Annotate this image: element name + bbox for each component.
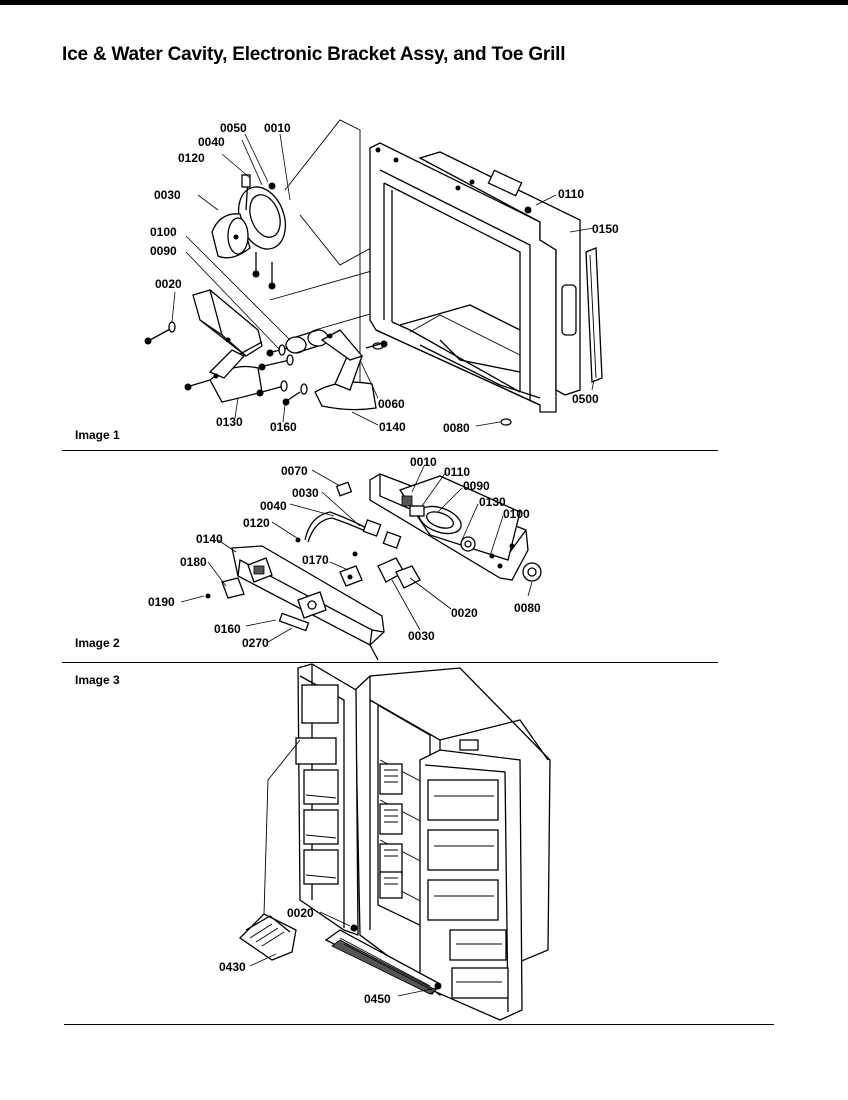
callout-0170: 0170	[302, 553, 329, 567]
callout-0080: 0080	[514, 601, 541, 615]
callout-0140: 0140	[379, 420, 406, 434]
fresh-food-door	[419, 739, 523, 1021]
callout-0040: 0040	[198, 135, 225, 149]
control-bracket	[369, 473, 529, 581]
callout-0120: 0120	[243, 516, 270, 530]
callout-0010: 0010	[264, 121, 291, 135]
freezer-door	[295, 663, 359, 936]
page-title: Ice & Water Cavity, Electronic Bracket A…	[62, 44, 566, 65]
callout-0160: 0160	[270, 420, 297, 434]
callout-0010: 0010	[410, 455, 437, 469]
dispenser-levers	[184, 329, 388, 411]
separator-bottom	[64, 1024, 774, 1025]
callout-0130: 0130	[479, 495, 506, 509]
callout-0090: 0090	[463, 479, 490, 493]
image-2-label: Image 2	[75, 636, 120, 650]
toe-grille-0450	[324, 924, 442, 995]
callout-0020: 0020	[155, 277, 182, 291]
callout-0120: 0120	[178, 151, 205, 165]
guide-line	[284, 119, 361, 390]
separator-1	[62, 450, 718, 451]
callout-0500: 0500	[572, 392, 599, 406]
callout-0070: 0070	[281, 464, 308, 478]
callout-0100: 0100	[503, 507, 530, 521]
callout-0270: 0270	[242, 636, 269, 650]
callout-0090: 0090	[150, 244, 177, 258]
callout-0050: 0050	[220, 121, 247, 135]
callout-0190: 0190	[148, 595, 175, 609]
callout-0450: 0450	[364, 992, 391, 1006]
callout-0180: 0180	[180, 555, 207, 569]
callout-0030b: 0030	[408, 629, 435, 643]
callout-0030: 0030	[292, 486, 319, 500]
callout-0020: 0020	[451, 606, 478, 620]
callout-0430: 0430	[219, 960, 246, 974]
top-border	[0, 0, 848, 5]
callout-0130: 0130	[216, 415, 243, 429]
callout-0110: 0110	[444, 465, 470, 479]
callout-0100: 0100	[150, 225, 177, 239]
electronic-bracket	[231, 545, 385, 661]
callout-0060: 0060	[378, 397, 405, 411]
gasket-strip	[585, 247, 603, 383]
callout-0020: 0020	[287, 906, 314, 920]
image-1-drawing: 0050 0010 0040 0120 0030 0100 0090 0020 …	[144, 119, 619, 435]
callout-0040: 0040	[260, 499, 287, 513]
actuator	[266, 329, 329, 357]
callout-0110: 0110	[558, 187, 584, 201]
image-3-drawing: 0020 0430 0450	[219, 663, 551, 1021]
callout-0080: 0080	[443, 421, 470, 435]
callout-0150: 0150	[592, 222, 619, 236]
ice-water-cavity	[369, 142, 581, 426]
callout-0140: 0140	[196, 532, 223, 546]
callout-0030: 0030	[154, 188, 181, 202]
ice-bin-0430	[238, 739, 301, 961]
image-2-drawing: 0070 0010 0110 0090 0030 0130 0040 0100 …	[148, 455, 542, 661]
ice-chute-assembly	[144, 289, 263, 360]
image-3-label: Image 3	[75, 673, 120, 687]
wire-harness	[295, 481, 402, 557]
separator-2	[62, 662, 718, 663]
bracket-components	[205, 557, 542, 599]
image-1-label: Image 1	[75, 428, 120, 442]
callout-0160: 0160	[214, 622, 241, 636]
auger-motor	[211, 174, 287, 290]
